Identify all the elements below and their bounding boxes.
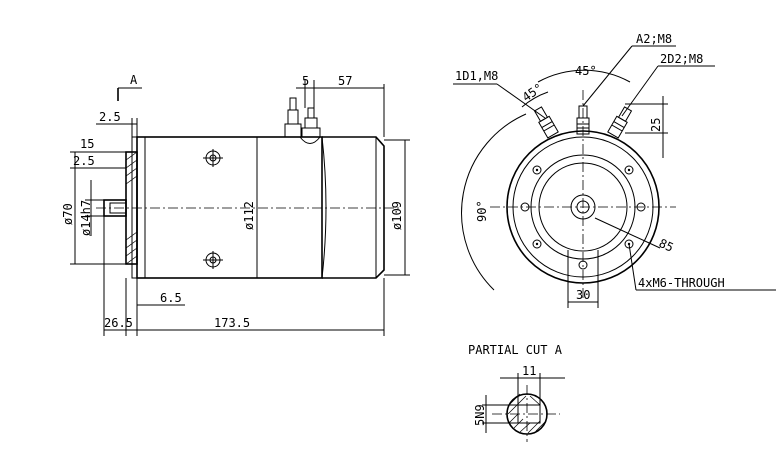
mount-hole-2 [624,165,634,175]
leader-d2 [621,65,659,117]
side-hole-bottom [578,260,588,270]
dim-25-label: 25 [649,118,663,132]
dim-85-leader [594,217,661,249]
mount-hole-3 [532,239,542,249]
leader-mount [628,243,637,291]
dim-2-5-top-label: 2.5 [99,110,121,124]
end-inner-circle [530,154,636,260]
dim-2-5-mid-label: 2.5 [73,154,95,168]
dim-173-5-label: 173.5 [214,316,250,330]
side-hole-right [636,202,646,212]
partial-cut-title: PARTIAL CUT A [468,343,563,357]
dim-5n9-label: 5N9 [473,404,487,426]
flange-ring [131,136,138,279]
terminal-studs [284,97,321,144]
mount-hole-1 [532,165,542,175]
motor-body [136,136,323,279]
dim-30-label: 30 [576,288,590,302]
dim-112-label: ø112 [242,201,256,230]
label-d2: 2D2;M8 [660,52,703,66]
arc-45-top [537,69,631,83]
rear-housing [322,136,385,279]
dim-70-label: ø70 [61,203,75,225]
dim-5-label: 5 [302,74,309,88]
leader-d1 [496,83,546,119]
dim-85-label: 85 [657,236,676,255]
end-ring-circle [512,136,654,278]
dim-26-5-label: 26.5 [104,316,133,330]
dim-14-label: ø14h7 [79,200,93,236]
body-bolt-top [203,149,223,167]
shaft-circle [576,200,590,214]
label-d1: 1D1,M8 [455,69,498,83]
side-hole-left [520,202,530,212]
end-view: 90° 45° 45° A2;M8 1D1,M8 2D2;M8 25 85 30 [453,32,776,308]
dim-15-label: 15 [80,137,94,151]
flange-hatch [125,151,138,265]
ang-45-left-label: 45° [520,81,546,105]
leader-a2 [582,45,633,107]
dim-11-label: 11 [522,364,536,378]
partial-cut-a: PARTIAL CUT A 11 5N9 [468,343,565,442]
label-mount: 4xM6-THROUGH [638,276,725,290]
housing-seam [321,136,327,279]
end-cap-circle [538,162,628,252]
section-marker-label: A [130,73,138,87]
ang-90-label: 90° [475,200,489,222]
dim-57-label: 57 [338,74,352,88]
terminal-d1 [533,106,559,139]
terminal-d2 [607,106,633,139]
label-a2: A2;M8 [636,32,672,46]
bearing-circle [570,194,596,220]
end-outer-circle [506,130,660,284]
dim-109-label: ø109 [390,201,404,230]
arc-90 [461,113,527,291]
ang-45-top-label: 45° [575,64,597,78]
body-bolt-bottom [203,251,223,269]
arc-45-left [521,91,549,108]
side-view: A [61,73,410,336]
dim-6-5-label: 6.5 [160,291,182,305]
